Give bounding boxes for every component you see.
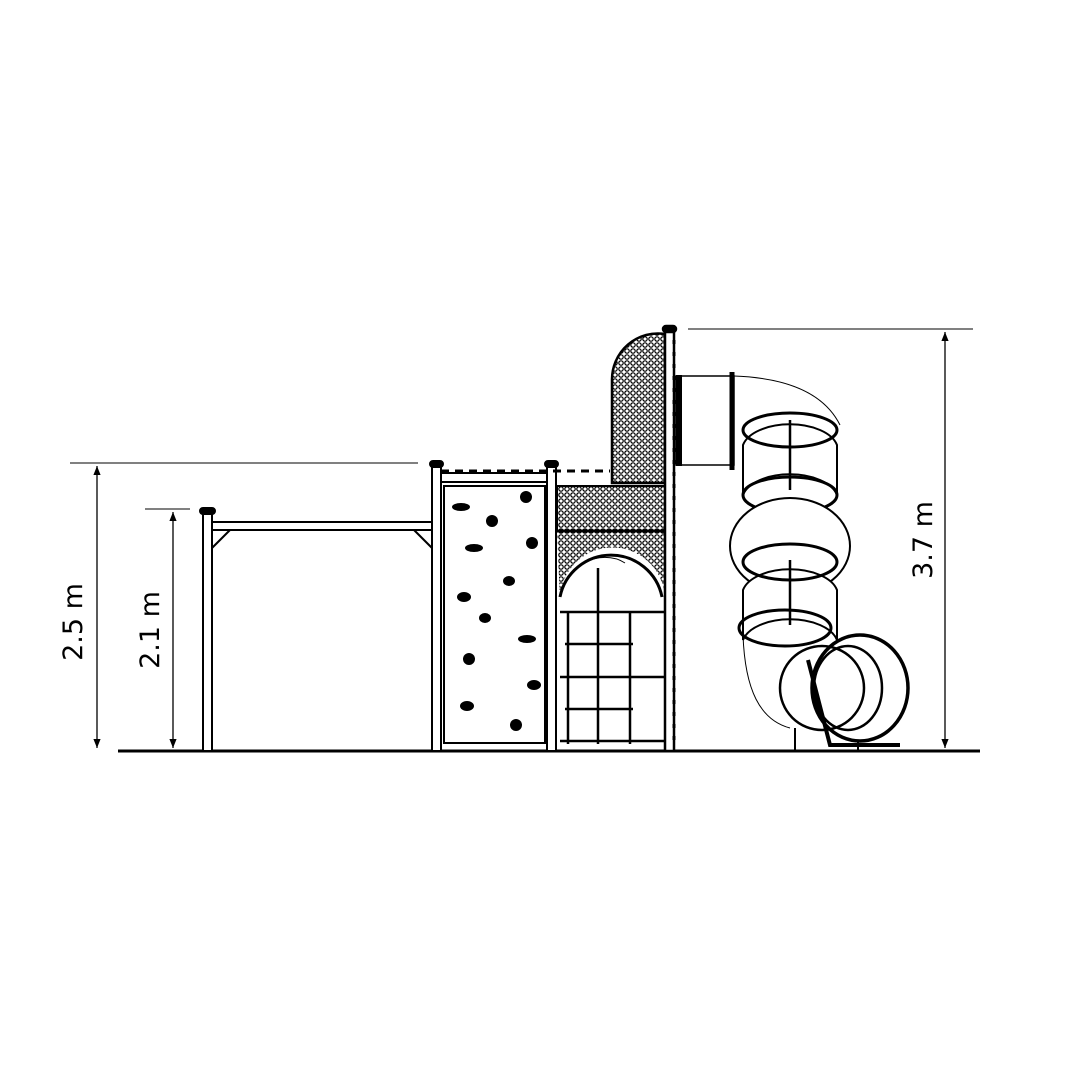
tower-top-panel (610, 324, 678, 753)
dimension-2-1m: 2.1 m (135, 508, 190, 748)
rope-net (560, 568, 665, 744)
monkey-bar-frame (199, 507, 433, 752)
climbing-wall (429, 460, 610, 752)
dimension-label-3-7m: 3.7 m (908, 501, 939, 579)
dimension-2-5m: 2.5 m (58, 462, 418, 748)
dimension-3-7m: 3.7 m (688, 328, 973, 748)
dimension-label-2-1m: 2.1 m (135, 591, 166, 669)
dimension-label-2-5m: 2.5 m (58, 583, 89, 661)
climbing-net-panel (556, 485, 666, 744)
tube-slide (675, 372, 910, 751)
climbing-holds (452, 491, 541, 731)
